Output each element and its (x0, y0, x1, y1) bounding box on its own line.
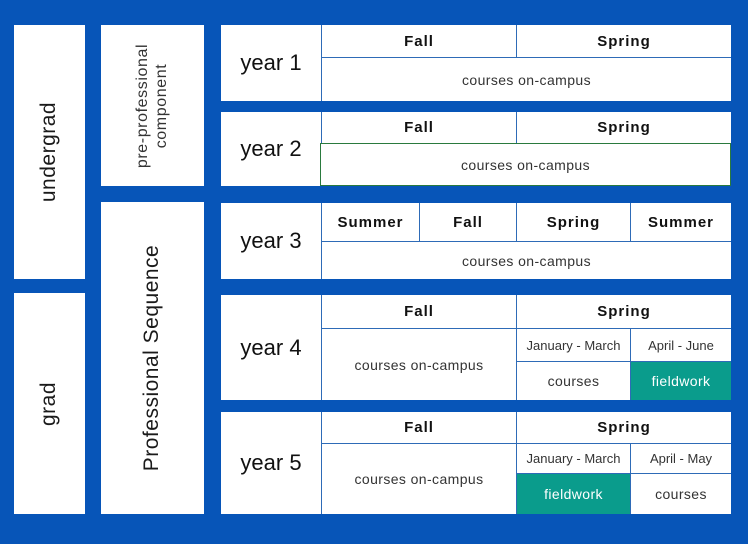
year-1-label: year 1 (240, 50, 302, 75)
year-3-spring-header: Spring (516, 203, 630, 241)
year-5-fall-header: Fall (321, 412, 516, 443)
year-1-spring-header: Spring (516, 25, 731, 57)
pre-professional-box: pre-professional component (101, 25, 204, 186)
professional-sequence-box: Professional Sequence (101, 202, 204, 514)
year-5-spring-courses: courses (630, 473, 731, 514)
year-2-label: year 2 (240, 136, 302, 161)
year-5-apr-may: April - May (630, 443, 731, 473)
year-2-spring-header: Spring (516, 112, 731, 143)
year-2-block: year 2 Fall Spring courses on-campus (221, 112, 731, 186)
professional-sequence-label: Professional Sequence (140, 244, 164, 472)
year-5-block: year 5 Fall Spring courses on-campus Jan… (221, 412, 731, 514)
year-4-apr-jun: April - June (630, 328, 731, 361)
year-3-label: year 3 (240, 228, 302, 253)
year-5-label: year 5 (240, 450, 302, 475)
year-1-courses: courses on-campus (321, 57, 731, 101)
year-2-courses: courses on-campus (320, 143, 731, 186)
grad-label: grad (37, 381, 61, 426)
year-5-fieldwork: fieldwork (516, 473, 630, 514)
year-3-block: year 3 Summer Fall Spring Summer courses… (221, 203, 731, 279)
year-5-courses: courses on-campus (321, 443, 516, 514)
undergrad-label-box: undergrad (14, 25, 85, 279)
undergrad-label: undergrad (37, 101, 61, 203)
year-4-jan-mar: January - March (516, 328, 630, 361)
year-2-fall-header: Fall (321, 112, 516, 143)
year-4-courses: courses on-campus (321, 328, 516, 400)
year-4-block: year 4 Fall Spring courses on-campus Jan… (221, 295, 731, 400)
grad-label-box: grad (14, 293, 85, 514)
year-3-summer2-header: Summer (630, 203, 731, 241)
year-5-jan-mar: January - March (516, 443, 630, 473)
pre-professional-line-1: pre-professional (134, 43, 152, 168)
year-3-summer-header: Summer (321, 203, 419, 241)
year-1-fall-header: Fall (321, 25, 516, 57)
year-3-fall-header: Fall (419, 203, 516, 241)
year-4-label: year 4 (240, 334, 302, 360)
year-3-courses: courses on-campus (321, 241, 731, 279)
year-1-block: year 1 Fall Spring courses on-campus (221, 25, 731, 101)
year-4-fall-header: Fall (321, 295, 516, 328)
year-4-spring-courses: courses (516, 361, 630, 400)
year-5-spring-header: Spring (516, 412, 731, 443)
year-4-fieldwork: fieldwork (630, 361, 731, 400)
pre-professional-line-2: component (153, 63, 171, 148)
pre-professional-label: pre-professional component (134, 43, 172, 167)
year-4-spring-header: Spring (516, 295, 731, 328)
